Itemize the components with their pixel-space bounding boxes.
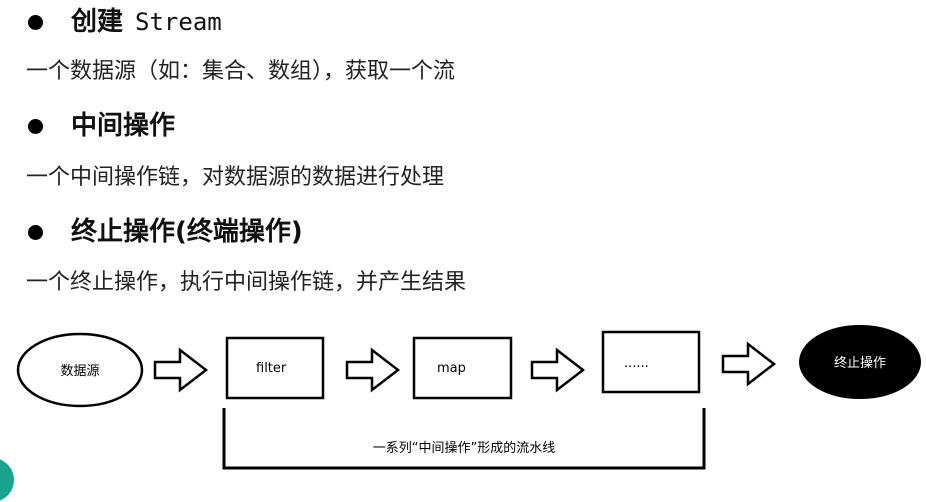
section-title-text: 中间操作 bbox=[71, 111, 176, 141]
step-node-more bbox=[601, 330, 701, 394]
bullet-icon bbox=[28, 14, 43, 30]
section-description-create: 一个数据源（如：集合、数组），获取一个流 bbox=[26, 59, 456, 84]
bullet-icon bbox=[28, 224, 43, 240]
section-title-create-stream: 创建 Stream bbox=[28, 6, 222, 38]
section-description-terminal: 一个终止操作，执行中间操作链，并产生结果 bbox=[26, 270, 467, 295]
section-title-text: 终止操作(终端操作) bbox=[71, 217, 303, 247]
pipeline-bracket bbox=[222, 408, 706, 470]
stream-pipeline-diagram: 数据源 filter map ...... 终止操作 一系列“中间操作”形成的流… bbox=[16, 325, 921, 470]
source-node-label: 数据源 bbox=[60, 364, 99, 379]
bullet-icon bbox=[28, 118, 43, 134]
section-description-intermediate: 一个中间操作链，对数据源的数据进行处理 bbox=[26, 165, 445, 190]
step-node-label: map bbox=[437, 361, 466, 376]
pipeline-bracket-label: 一系列“中间操作”形成的流水线 bbox=[373, 440, 555, 456]
source-node bbox=[16, 332, 144, 408]
section-title-intermediate: 中间操作 bbox=[28, 110, 175, 142]
flow-arrow-icon bbox=[153, 347, 209, 393]
section-title-en: Stream bbox=[135, 8, 222, 36]
step-node-label: ...... bbox=[624, 356, 649, 371]
flow-arrow-icon bbox=[530, 347, 586, 393]
step-node-label: filter bbox=[256, 361, 287, 376]
step-node-map bbox=[412, 336, 513, 400]
step-node-filter bbox=[225, 336, 325, 400]
terminal-node bbox=[799, 325, 921, 399]
section-title-cn: 创建 bbox=[71, 7, 124, 37]
flow-arrow-icon bbox=[721, 341, 777, 387]
terminal-node-label: 终止操作 bbox=[834, 355, 886, 371]
section-title-terminal: 终止操作(终端操作) bbox=[28, 216, 303, 248]
flow-arrow-icon bbox=[345, 347, 401, 393]
